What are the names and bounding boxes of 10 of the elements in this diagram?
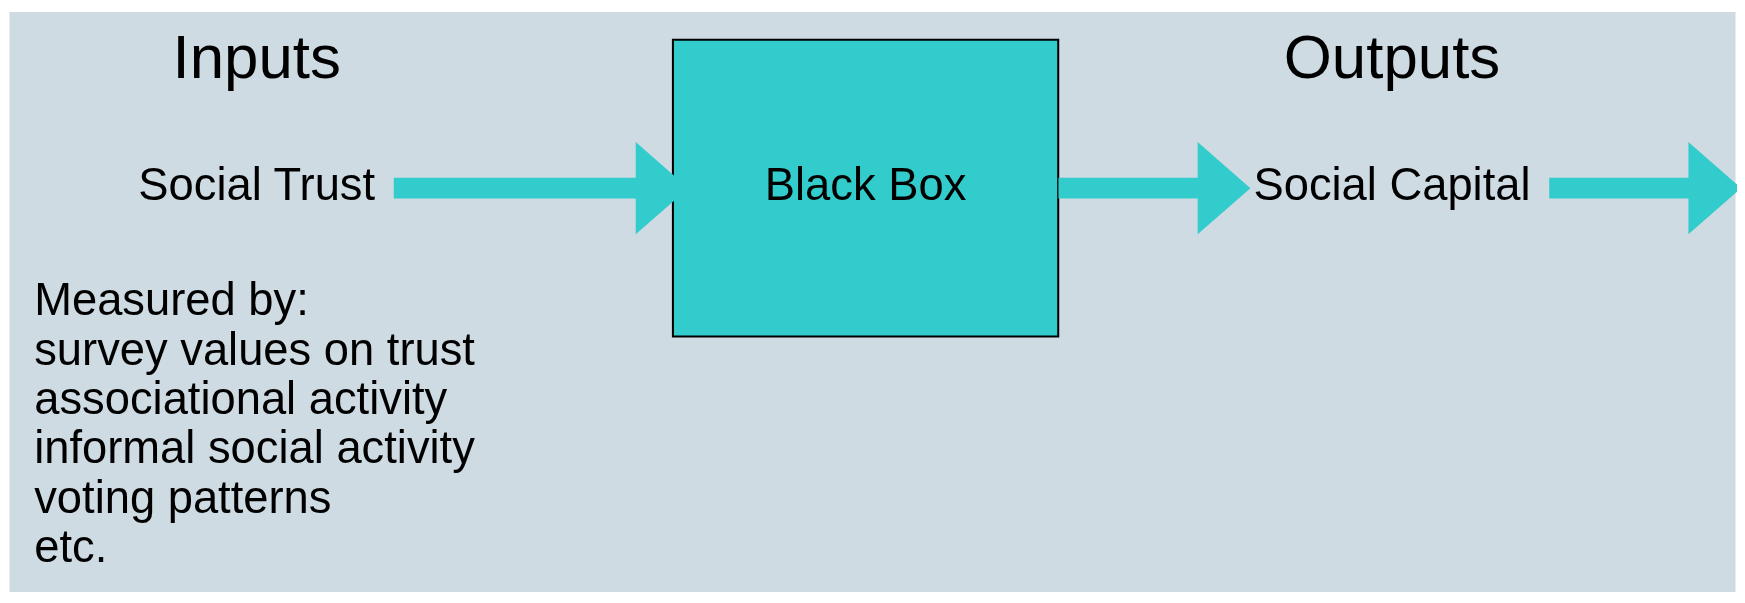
node-box: Black Box [671,38,1060,338]
arrow [1549,141,1737,234]
label: Inputs [172,21,341,91]
node-text: Social Trust [138,158,376,210]
label: etc. [34,520,108,572]
label: Outputs [1283,21,1501,91]
arrow [1058,141,1251,234]
label: voting patterns [34,471,332,523]
label: Measured by: [34,273,309,325]
node-text: Social Capital [1253,158,1531,210]
